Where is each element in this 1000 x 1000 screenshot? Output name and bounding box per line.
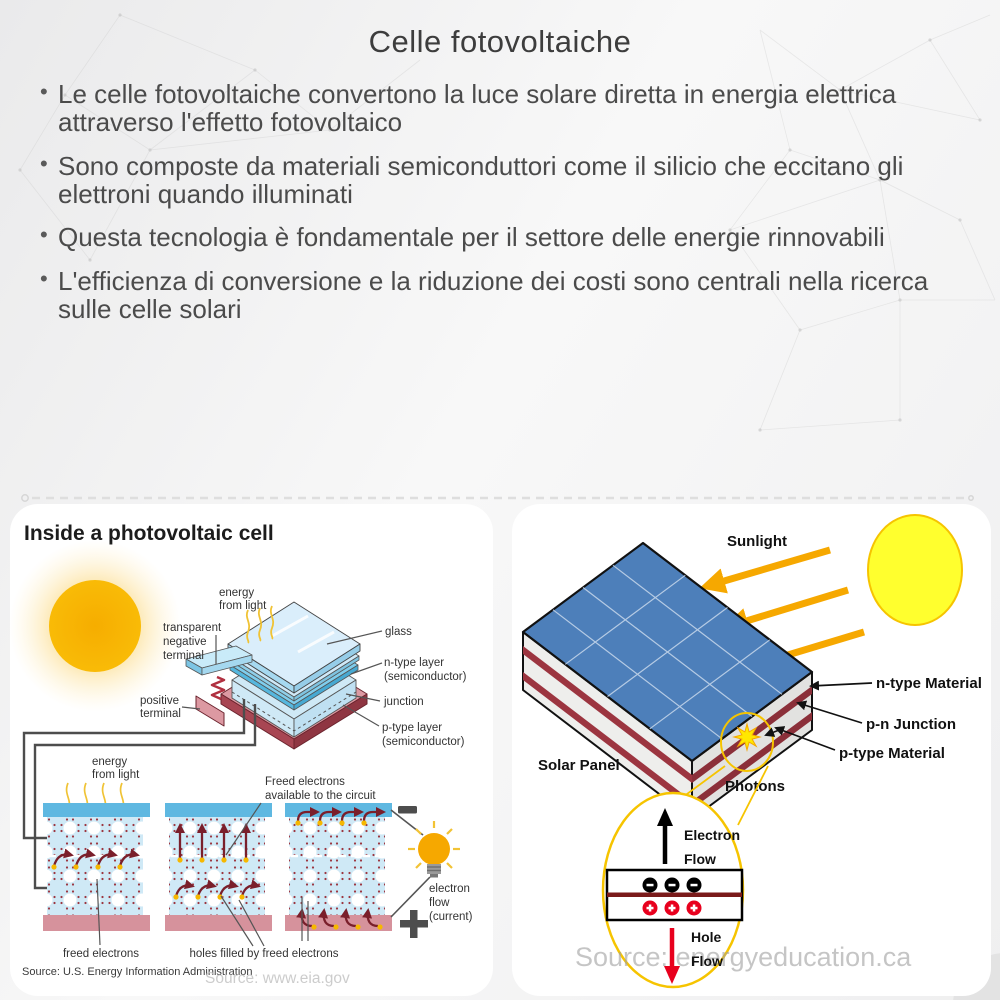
glass-sheen — [271, 614, 335, 654]
left-panel-title: Inside a photovoltaic cell — [24, 522, 274, 545]
label-pn-junction: p-n Junction — [866, 716, 956, 733]
bullet-item: • Questa tecnologia è fondamentale per il… — [40, 222, 984, 253]
left-diagram-panel: Inside a photovoltaic cell — [10, 504, 493, 996]
watermark-energyeducation: Source: energyeducation.ca — [575, 942, 912, 972]
cell-diagram-3 — [285, 803, 392, 931]
label-glass: glass — [385, 626, 412, 638]
pn-layer-stripes — [523, 646, 812, 809]
sun-icon — [867, 514, 963, 626]
bullet-list: • Le celle fotovoltaiche convertono la lu… — [40, 80, 984, 338]
label-n-type-material: n-type Material — [876, 675, 982, 692]
positive-terminal-foot — [195, 695, 225, 727]
photovoltaic-cell-3d — [185, 601, 368, 750]
label-holes-filled: holes filled by freed electrons — [190, 948, 339, 960]
bullet-item: • L'efficienza di conversione e la riduzi… — [40, 265, 984, 324]
bullet-marker: • — [40, 265, 48, 291]
bullet-marker: • — [40, 222, 48, 248]
label-p-type-material: p-type Material — [839, 745, 945, 762]
photon-arrow — [764, 727, 783, 737]
label-n-type-layer: n-type layer(semiconductor) — [384, 657, 467, 683]
label-sunlight: Sunlight — [727, 533, 787, 550]
cell-diagram-2 — [165, 803, 272, 931]
panel-grid — [552, 564, 783, 740]
junction-detail-box — [605, 868, 744, 922]
energy-waves-top — [245, 605, 275, 644]
terminal-spring — [210, 675, 226, 701]
photon-highlight-circle — [720, 712, 774, 772]
page-title: Celle fotovoltaiche — [368, 24, 632, 59]
label-junction: junction — [383, 696, 424, 708]
label-p-type-layer: p-type layer(semiconductor) — [382, 722, 465, 748]
light-bulb-icon — [390, 809, 460, 918]
bullet-marker: • — [40, 79, 48, 104]
minus-terminal-icon — [398, 806, 417, 814]
hole-particles — [642, 900, 702, 916]
electron-flow-arrow — [657, 808, 673, 864]
label-photons: Photons — [725, 778, 785, 795]
bullet-text: Questa tecnologia è fondamentale per il … — [58, 222, 885, 253]
junction-dashed-line — [231, 691, 357, 732]
dashed-divider — [21, 494, 974, 502]
negative-terminal-tab — [185, 645, 253, 676]
bullet-text: Le celle fotovoltaiche convertono la luc… — [58, 79, 897, 138]
solar-panel-3d — [521, 541, 814, 820]
right-diagram-panel: Sunlight — [512, 504, 991, 996]
label-freed-electrons: freed electrons — [63, 948, 139, 960]
leader-freed-available — [225, 802, 262, 856]
label-solar-panel: Solar Panel — [538, 757, 620, 774]
sun-icon — [10, 540, 181, 712]
bullet-marker: • — [40, 150, 48, 176]
bullet-text: Sono composte da materiali semiconduttor… — [58, 150, 904, 209]
hole-flow-arrow — [664, 928, 680, 984]
photon-burst-icon — [732, 722, 762, 752]
electron-particles — [642, 877, 702, 893]
watermark-eia: Source: www.eia.gov — [205, 970, 350, 987]
source-attribution: Source: U.S. Energy Information Administ… — [22, 966, 253, 978]
plus-terminal-icon — [400, 910, 428, 938]
leader-lines — [181, 630, 383, 727]
bullet-item: • Le celle fotovoltaiche convertono la lu… — [40, 80, 984, 137]
bullet-text: L'efficienza di conversione e la riduzio… — [58, 265, 929, 324]
bottom-leader-lines — [96, 878, 309, 947]
bullet-item: • Sono composte da materiali semicondutto… — [40, 150, 984, 209]
layer-label-arrows — [774, 680, 873, 751]
cell-diagram-1 — [43, 803, 150, 931]
circuit-wires — [22, 699, 257, 890]
